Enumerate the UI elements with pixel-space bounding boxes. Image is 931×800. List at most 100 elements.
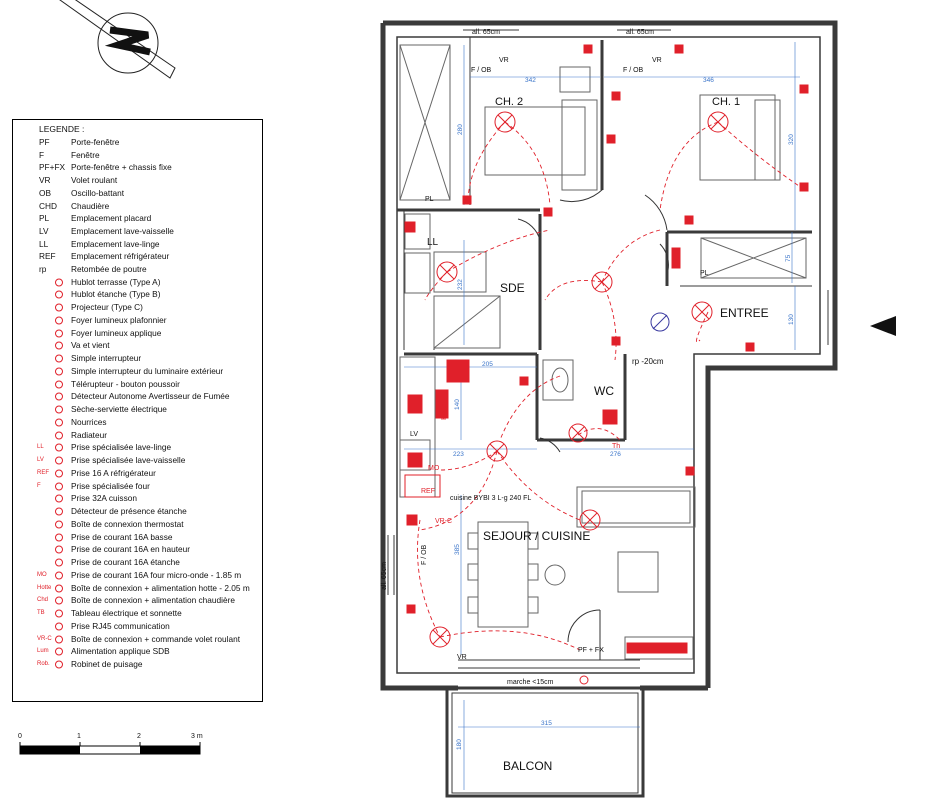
outlet-icon xyxy=(406,514,418,526)
legend-abbr: CHD xyxy=(39,200,57,211)
north-arrow-icon xyxy=(59,0,176,79)
vrc-label: VR-C xyxy=(435,518,452,525)
legend-symbol-label: Rob. xyxy=(37,661,50,668)
outlet-icon xyxy=(611,91,621,101)
legend-desc: Prise de courant 16A en hauteur xyxy=(71,544,191,555)
allege-ch1: all. 65cm xyxy=(626,29,654,36)
vr-sejour: VR xyxy=(457,654,467,661)
outlet-icon xyxy=(543,207,553,217)
legend-symbol-label: MO xyxy=(37,571,47,578)
room-ch1: CH. 1 xyxy=(712,96,740,108)
scale-tick-0: 0 xyxy=(18,733,22,740)
light-sejour-icon xyxy=(579,509,601,531)
legend-desc: Emplacement réfrigérateur xyxy=(71,251,170,262)
outlet-icon xyxy=(674,44,684,54)
legend-desc: Prise spécialisée lave-linge xyxy=(71,442,172,453)
fob-ch1: F / OB xyxy=(623,67,644,74)
legend-desc: Retombée de poutre xyxy=(71,264,147,274)
legend-desc: Emplacement lave-vaisselle xyxy=(71,225,174,236)
electric-symbols xyxy=(404,44,809,685)
fob-ch2: F / OB xyxy=(471,67,492,74)
legend-symbol-label: TB xyxy=(37,610,45,617)
legend-desc: Chaudière xyxy=(71,200,110,211)
legend-row: Prise 32A cuisson xyxy=(13,492,262,505)
dim-223: 223 xyxy=(453,451,464,458)
legend-desc: Boîte de connexion + alimentation chaudi… xyxy=(71,595,235,606)
nourrices-icon xyxy=(37,416,67,429)
dimension-lines xyxy=(404,42,800,790)
legend-symbol-label: REF xyxy=(37,469,49,476)
legend-abbr: VR xyxy=(39,175,51,186)
legend-row: Télérupteur - bouton poussoir xyxy=(13,378,262,391)
annotations: all. 65cm all. 65cm all. 65cm F / OB F /… xyxy=(381,29,709,686)
outlet-icon xyxy=(602,409,618,425)
legend-row: Boîte de connexion thermostat xyxy=(13,518,262,531)
walls xyxy=(380,20,838,691)
dim-205: 205 xyxy=(482,361,493,368)
legend-row: Hublot étanche (Type B) xyxy=(13,288,262,301)
prise-mo-icon: MO xyxy=(37,569,67,582)
marche-label: marche <15cm xyxy=(507,679,554,686)
allege-sejour: all. 65cm xyxy=(381,562,388,590)
vrc-icon: VR-C xyxy=(37,633,67,646)
room-ch2: CH. 2 xyxy=(495,96,523,108)
legend-row: Prise de courant 16A basse xyxy=(13,531,262,544)
legend-desc: Va et vient xyxy=(71,340,110,351)
legend-row: Prise de courant 16A étanche xyxy=(13,556,262,569)
legend-symbol-label: LL xyxy=(37,444,44,451)
legend-desc: Emplacement placard xyxy=(71,213,152,224)
vr-ch1: VR xyxy=(652,57,662,64)
hotte-label: Hotte xyxy=(441,403,448,420)
legend-row: LL Prise spécialisée lave-linge xyxy=(13,441,262,454)
pl-label: PL xyxy=(425,196,434,203)
mo-label: MO xyxy=(428,465,440,472)
prise-hauteur-icon xyxy=(37,543,67,556)
room-entree: ENTREE xyxy=(720,306,769,320)
legend-desc: Radiateur xyxy=(71,429,107,440)
outlet-icon xyxy=(462,195,472,205)
legend-desc: Boîte de connexion + alimentation hotte … xyxy=(71,582,250,593)
outlet-icon xyxy=(745,342,755,352)
chaudiere-icon: Chd xyxy=(37,594,67,607)
dim-140: 140 xyxy=(454,399,461,410)
ref-plan-icon xyxy=(404,474,441,498)
tableau-icon: TB xyxy=(37,607,67,620)
light-balcony-icon xyxy=(579,675,589,685)
telerupteur-icon xyxy=(37,378,67,391)
light-hall-icon xyxy=(591,271,613,293)
legend-row: Radiateur xyxy=(13,429,262,442)
legend-abbr: OB xyxy=(39,187,51,198)
dim-232: 232 xyxy=(457,279,464,290)
room-sejour: SEJOUR / CUISINE xyxy=(483,529,590,543)
dimension-texts: 342 346 280 320 232 130 75 140 223 276 3… xyxy=(453,77,795,750)
electric-circuits xyxy=(417,121,806,651)
rp-label: rp -20cm xyxy=(632,357,664,366)
dim-320: 320 xyxy=(788,134,795,145)
interrupteur-exterieur-icon xyxy=(37,365,67,378)
legend-desc: Foyer lumineux applique xyxy=(71,327,162,338)
light-sde-icon xyxy=(436,261,458,283)
prise-lv-icon: LV xyxy=(37,454,67,467)
legend-desc: Fenêtre xyxy=(71,149,100,160)
legend-row: Détecteur de présence étanche xyxy=(13,505,262,518)
outlet-icon xyxy=(583,44,593,54)
hotte-icon: Hotte xyxy=(37,582,67,595)
legend-desc: Volet roulant xyxy=(71,175,118,186)
dim-130: 130 xyxy=(788,314,795,325)
legend-row: TB Tableau électrique et sonnette xyxy=(13,607,262,620)
legend-desc: Prise spécialisée four xyxy=(71,480,150,491)
ll-label: LL xyxy=(427,237,439,248)
legend-desc: Tableau électrique et sonnette xyxy=(71,608,182,619)
legend-desc: Détecteur de présence étanche xyxy=(71,506,187,517)
radiateur-icon xyxy=(37,429,67,442)
legend-desc: Nourrices xyxy=(71,416,107,427)
tableau-plan-icon xyxy=(671,247,681,269)
room-sde: SDE xyxy=(500,281,525,295)
